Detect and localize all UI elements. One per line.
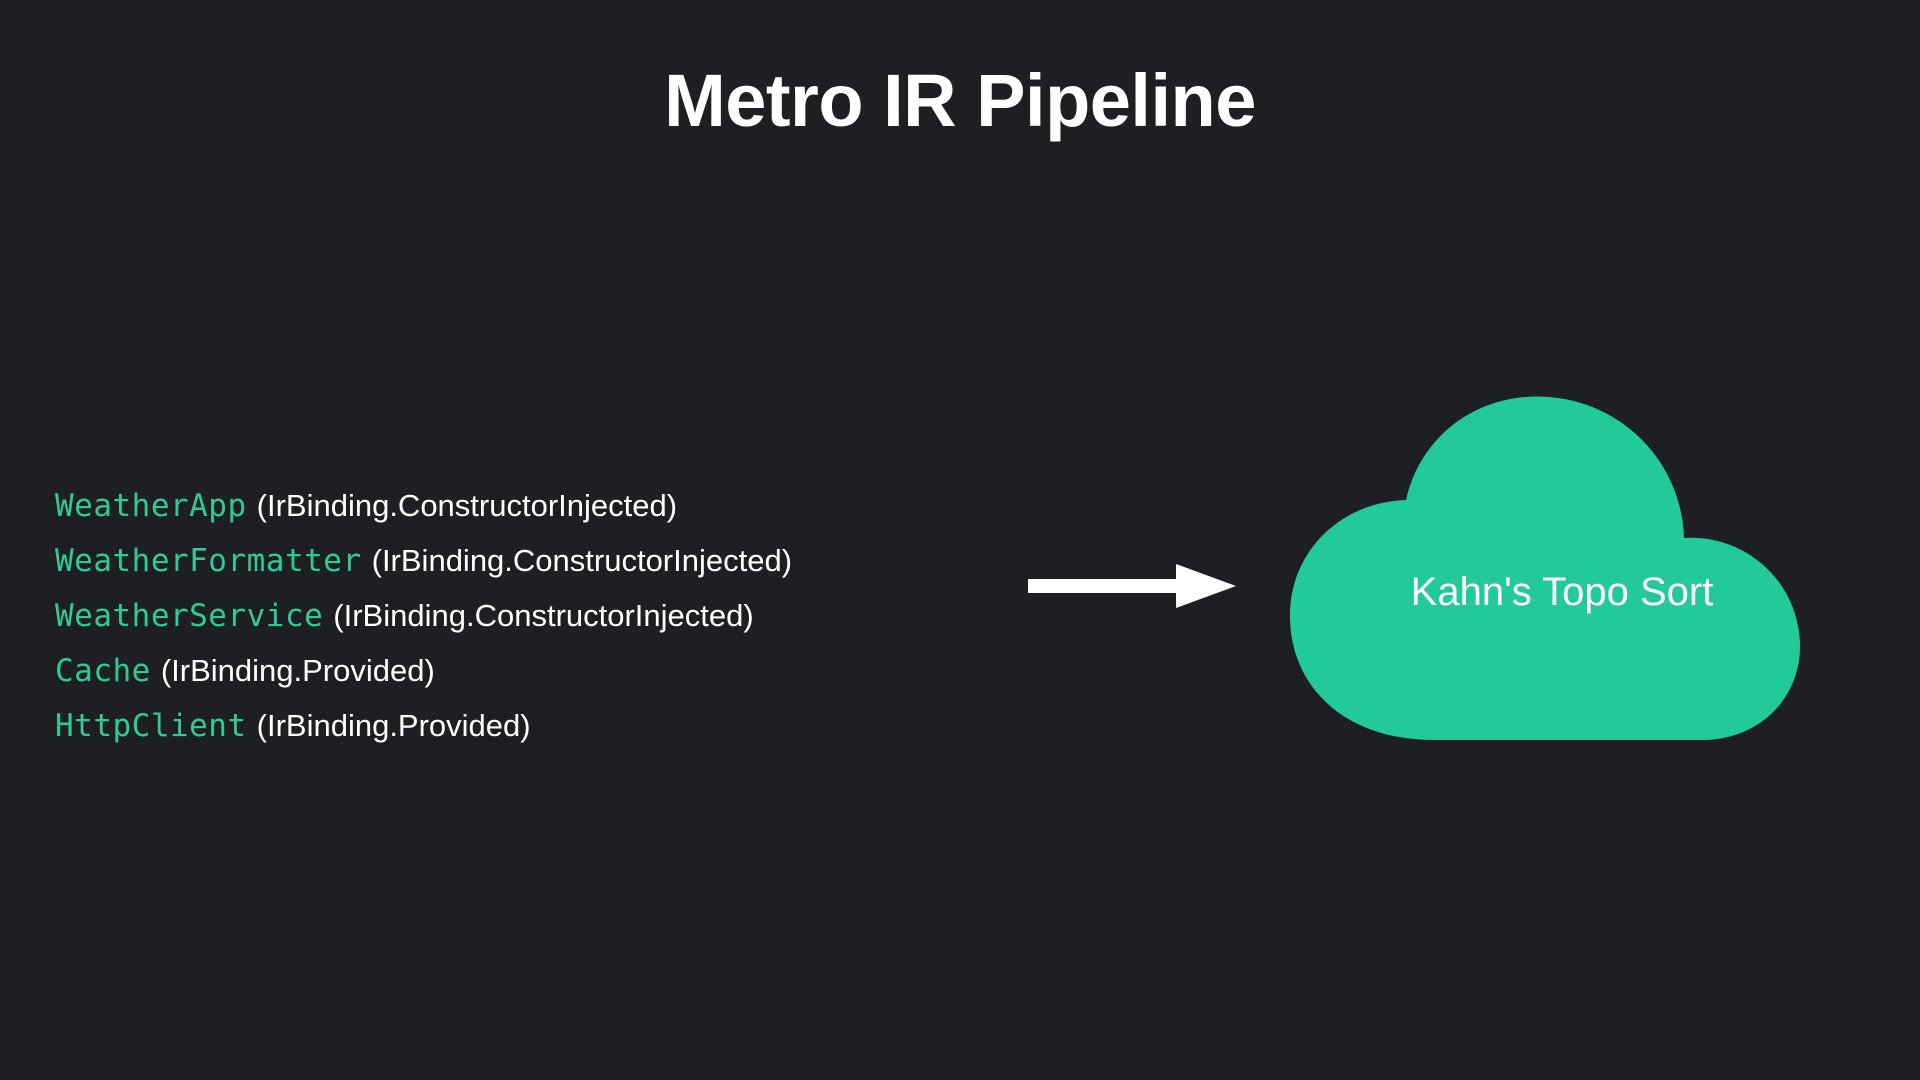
binding-kind: (IrBinding.Provided) bbox=[160, 653, 435, 688]
bindings-list: WeatherApp (IrBinding.ConstructorInjected… bbox=[55, 478, 1005, 753]
output-node-label: Kahn's Topo Sort bbox=[1410, 570, 1714, 614]
list-item: WeatherFormatter (IrBinding.ConstructorIn… bbox=[55, 533, 1005, 588]
arrow-right-icon bbox=[1028, 564, 1236, 608]
list-item: WeatherService (IrBinding.ConstructorInje… bbox=[55, 588, 1005, 643]
binding-kind: (IrBinding.Provided) bbox=[256, 708, 531, 743]
list-item: HttpClient (IrBinding.Provided) bbox=[55, 698, 1005, 753]
page-title: Metro IR Pipeline bbox=[664, 59, 1256, 142]
binding-symbol: Cache bbox=[55, 653, 151, 689]
binding-kind: (IrBinding.ConstructorInjected) bbox=[256, 488, 678, 523]
cloud-icon bbox=[1290, 396, 1801, 740]
binding-symbol: WeatherApp bbox=[55, 488, 247, 524]
binding-symbol: HttpClient bbox=[55, 708, 247, 744]
binding-symbol: WeatherService bbox=[55, 598, 324, 634]
list-item: WeatherApp (IrBinding.ConstructorInjected… bbox=[55, 478, 1005, 533]
binding-kind: (IrBinding.ConstructorInjected) bbox=[333, 598, 754, 633]
binding-symbol: WeatherFormatter bbox=[55, 543, 362, 579]
binding-kind: (IrBinding.ConstructorInjected) bbox=[371, 543, 793, 578]
output-node-cloud: Kahn's Topo Sort bbox=[1272, 390, 1852, 740]
list-item: Cache (IrBinding.Provided) bbox=[55, 643, 1005, 698]
